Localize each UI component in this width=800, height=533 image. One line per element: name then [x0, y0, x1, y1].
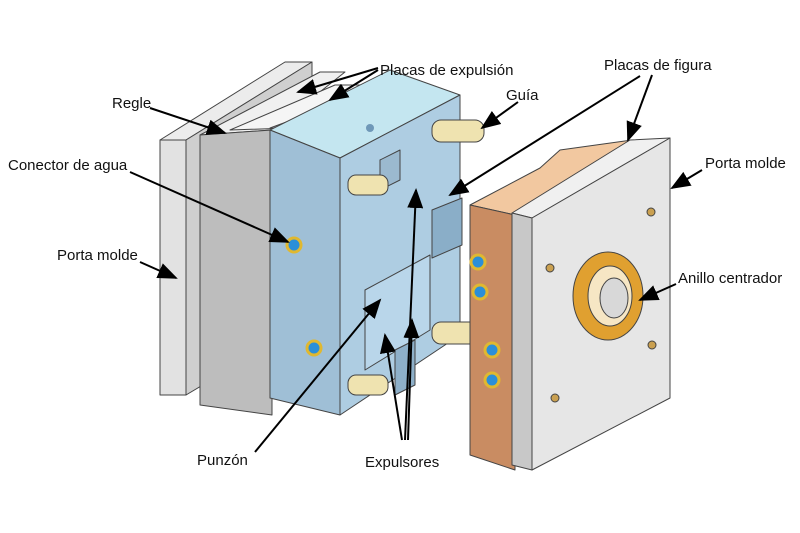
label-punzon: Punzón: [197, 452, 248, 469]
arrow-porta-molde-right: [670, 169, 703, 190]
arrow-placas-expulsion-2: [328, 69, 379, 102]
water-connectors-left: [285, 236, 323, 357]
label-regle: Regle: [112, 95, 151, 112]
arrow-regle: [149, 107, 227, 135]
label-expulsores: Expulsores: [365, 454, 439, 471]
arrow-porta-molde-left: [139, 261, 178, 279]
arrow-placas-figura-2: [448, 75, 641, 197]
arrow-placas-expulsion-1: [296, 67, 379, 95]
locating-ring: [572, 251, 644, 341]
arrow-expulsores-3: [403, 318, 420, 441]
arrow-conector-agua: [129, 171, 290, 243]
arrow-anillo-centrador: [638, 283, 677, 301]
label-conector-agua: Conector de agua: [8, 157, 128, 174]
label-porta-molde-left: Porta molde: [57, 247, 138, 264]
label-placas-figura: Placas de figura: [604, 57, 712, 74]
arrow-expulsores-2: [379, 333, 403, 441]
label-porta-molde-right: Porta molde: [705, 155, 786, 172]
arrow-placas-figura-1: [626, 74, 653, 142]
label-placas-expulsion: Placas de expulsión: [380, 62, 513, 79]
water-connectors-right: [469, 253, 501, 389]
label-guia: Guía: [506, 87, 539, 104]
arrow-guia: [480, 101, 519, 130]
arrow-expulsores-1: [404, 188, 424, 441]
label-anillo-centrador: Anillo centrador: [678, 270, 782, 287]
cavity-plate: [469, 139, 633, 471]
arrow-punzon: [254, 298, 382, 453]
